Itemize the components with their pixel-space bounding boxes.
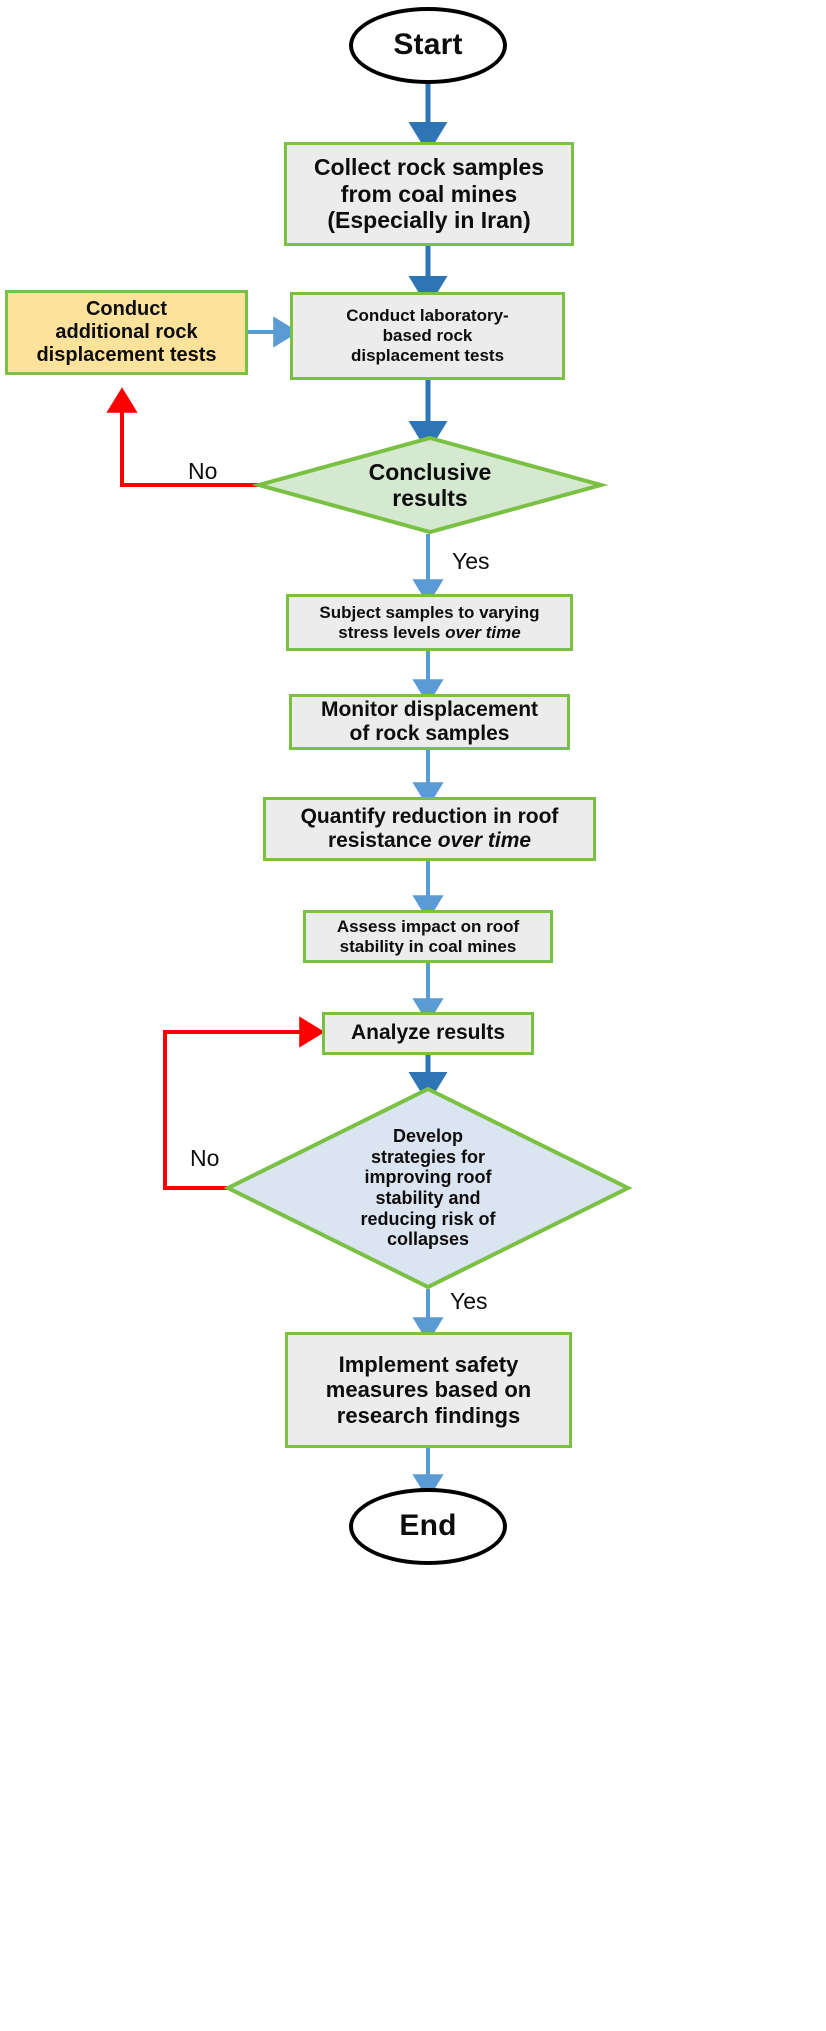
node-subject-line-2: stress levels over time (338, 623, 520, 643)
develop-strategies-diamond-shape (223, 1086, 633, 1290)
edge-label-conclusive-no: No (188, 458, 218, 484)
node-start-label: Start (393, 28, 463, 62)
node-end[interactable]: End (349, 1488, 507, 1565)
node-subject-line-1: Subject samples to varying (319, 602, 540, 622)
node-assess-impact[interactable]: Assess impact on roof stability in coal … (303, 910, 553, 963)
node-assess-line-2: stability in coal mines (339, 936, 517, 956)
node-implement-line-2: measures based on (325, 1377, 532, 1403)
node-conduct-lab-tests[interactable]: Conduct laboratory- based rock displacem… (290, 292, 565, 380)
node-lab-line-2: based rock (382, 326, 473, 346)
conclusive-results-diamond-shape (251, 435, 609, 535)
edge-label-conclusive-yes: Yes (452, 548, 490, 574)
node-additional-line-3: displacement tests (36, 344, 217, 367)
edge-label-develop-yes: Yes (450, 1288, 488, 1314)
node-subject-line-2-emphasis: over time (445, 622, 521, 642)
node-implement-line-1: Implement safety (338, 1351, 519, 1377)
node-quantify-line-2: resistance over time (328, 829, 531, 853)
node-start[interactable]: Start (349, 7, 507, 84)
node-collect-line-2: from coal mines (340, 180, 518, 207)
node-collect-line-3: (Especially in Iran) (327, 207, 531, 234)
node-additional-line-2: additional rock (55, 320, 198, 343)
node-subject-samples[interactable]: Subject samples to varying stress levels… (286, 594, 573, 651)
node-additional-line-1: Conduct (85, 297, 168, 320)
node-develop-strategies[interactable]: Develop strategies for improving roof st… (223, 1086, 633, 1290)
node-analyze-label: Analyze results (350, 1021, 506, 1045)
node-end-label: End (399, 1509, 457, 1543)
node-implement-safety[interactable]: Implement safety measures based on resea… (285, 1332, 572, 1448)
node-implement-line-3: research findings (336, 1402, 521, 1428)
node-collect-line-1: Collect rock samples (313, 153, 545, 180)
node-quantify-line-2-emphasis: over time (437, 829, 532, 852)
node-quantify-line-1: Quantify reduction in roof (300, 804, 559, 828)
node-quantify-reduction[interactable]: Quantify reduction in roof resistance ov… (263, 797, 596, 861)
node-collect-rock-samples[interactable]: Collect rock samples from coal mines (Es… (284, 142, 574, 246)
node-lab-line-3: displacement tests (350, 345, 505, 365)
node-monitor-displacement[interactable]: Monitor displacement of rock samples (289, 694, 570, 750)
node-monitor-line-2: of rock samples (349, 722, 510, 745)
node-quantify-line-2-prefix: resistance (327, 829, 438, 852)
node-monitor-line-1: Monitor displacement (320, 697, 539, 721)
node-assess-line-1: Assess impact on roof (336, 916, 520, 936)
edge-label-develop-no: No (190, 1145, 220, 1171)
node-conduct-additional-tests[interactable]: Conduct additional rock displacement tes… (5, 290, 248, 375)
node-conclusive-results[interactable]: Conclusive results (251, 435, 609, 535)
node-analyze-results[interactable]: Analyze results (322, 1012, 534, 1055)
node-subject-line-2-prefix: stress levels (338, 622, 446, 642)
node-lab-line-1: Conduct laboratory- (346, 306, 509, 326)
